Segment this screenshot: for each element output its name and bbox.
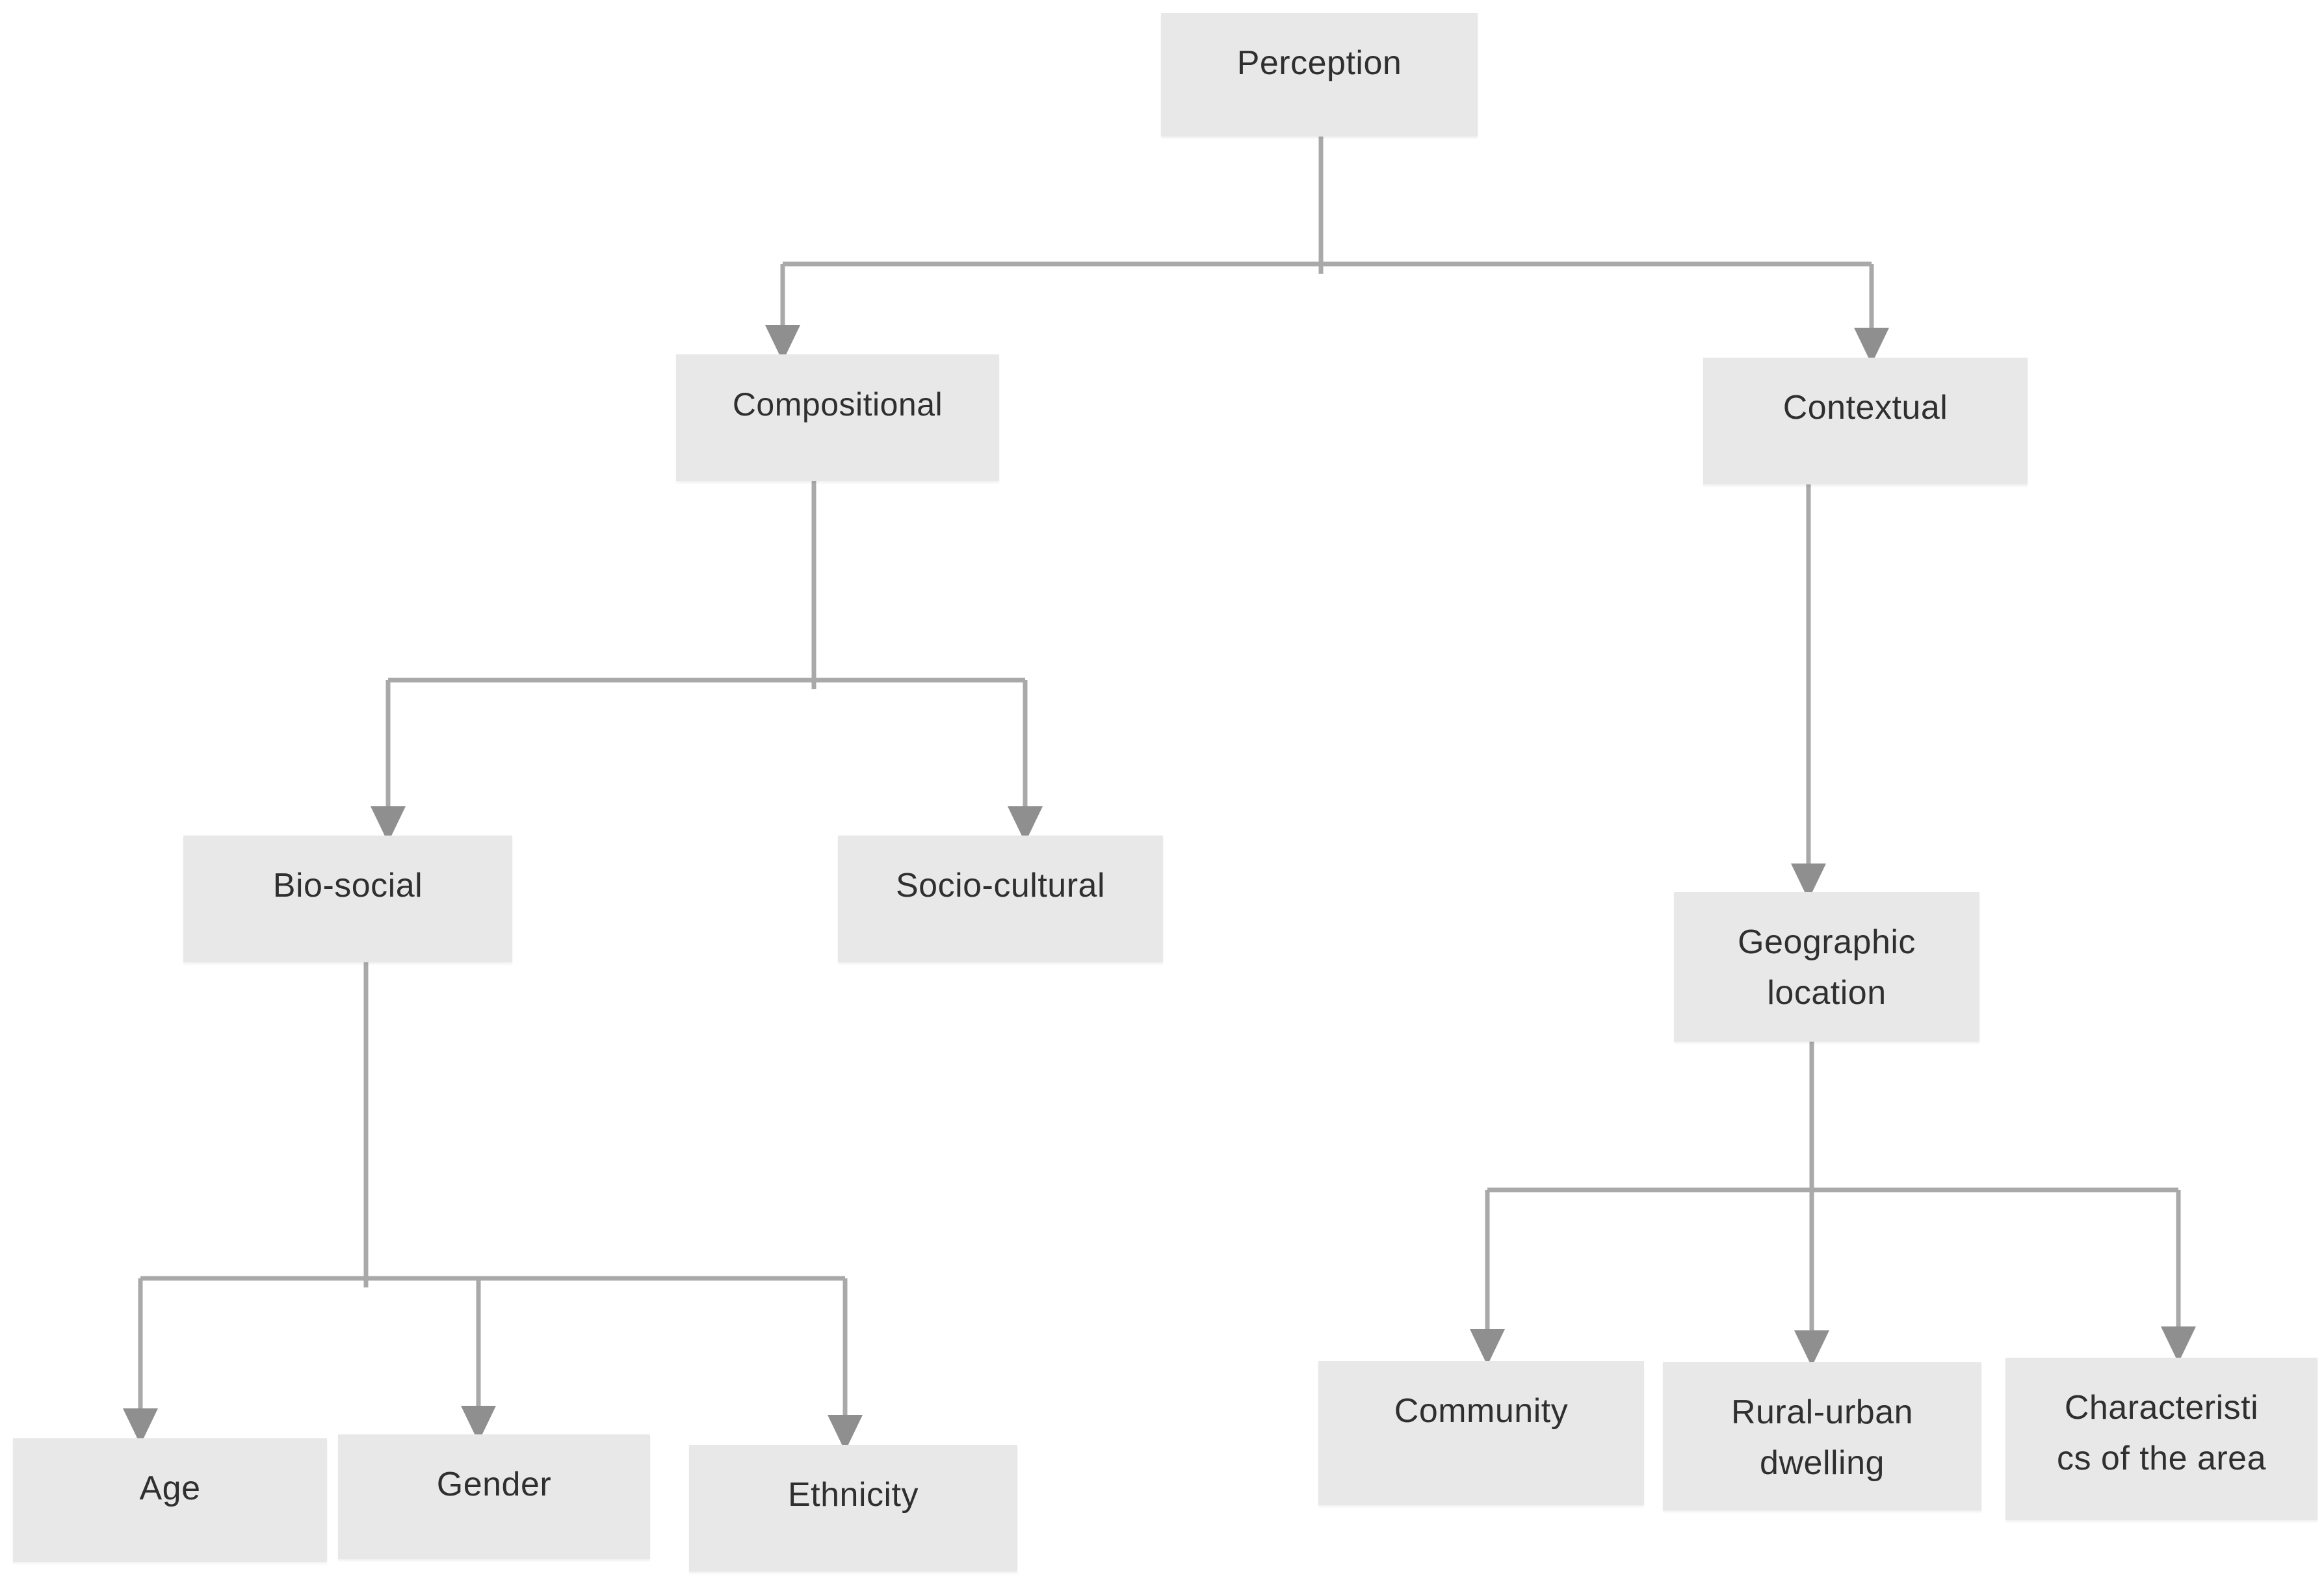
arrowhead-gender (461, 1406, 496, 1442)
arrowhead-age (123, 1408, 158, 1445)
arrowhead-bio-social (371, 806, 406, 843)
node-perception-label: Perception (1236, 44, 1402, 82)
node-community: Community (1318, 1361, 1644, 1505)
node-rural-urban-dwelling: Rural-urban dwelling (1663, 1362, 1981, 1510)
node-age: Age (13, 1438, 327, 1562)
node-rural-urban-dwelling-label: Rural-urban dwelling (1730, 1393, 1914, 1482)
node-socio-cultural: Socio-cultural (838, 836, 1163, 962)
node-bio-social: Bio-social (183, 836, 512, 962)
node-perception: Perception (1161, 13, 1478, 137)
node-ethnicity-label: Ethnicity (787, 1476, 919, 1514)
node-characteristics-of-the-area: Characteristi cs of the area (2005, 1358, 2317, 1520)
node-characteristics-of-the-area-label: Characteristi cs of the area (2056, 1389, 2267, 1477)
arrowhead-community (1470, 1329, 1505, 1365)
node-ethnicity: Ethnicity (689, 1445, 1017, 1572)
arrowhead-compositional (765, 325, 800, 362)
node-age-label: Age (139, 1470, 201, 1507)
node-gender: Gender (338, 1434, 650, 1559)
node-contextual-label: Contextual (1782, 389, 1948, 427)
node-geographic-location: Geographic location (1674, 892, 1979, 1042)
node-compositional: Compositional (676, 354, 999, 481)
arrowhead-geographic (1791, 864, 1826, 900)
node-compositional-label: Compositional (732, 386, 943, 423)
node-contextual: Contextual (1703, 358, 2028, 484)
arrowhead-ethnicity (828, 1415, 863, 1451)
node-socio-cultural-label: Socio-cultural (895, 867, 1106, 904)
node-geographic-location-label: Geographic location (1738, 923, 1916, 1012)
node-gender-label: Gender (436, 1466, 552, 1503)
node-bio-social-label: Bio-social (272, 867, 423, 904)
arrowhead-socio-cultural (1008, 806, 1043, 843)
arrowhead-contextual (1854, 328, 1889, 364)
arrowhead-characteristics (2161, 1326, 2196, 1363)
node-community-label: Community (1394, 1392, 1569, 1430)
arrowhead-rural-urban (1794, 1330, 1829, 1367)
